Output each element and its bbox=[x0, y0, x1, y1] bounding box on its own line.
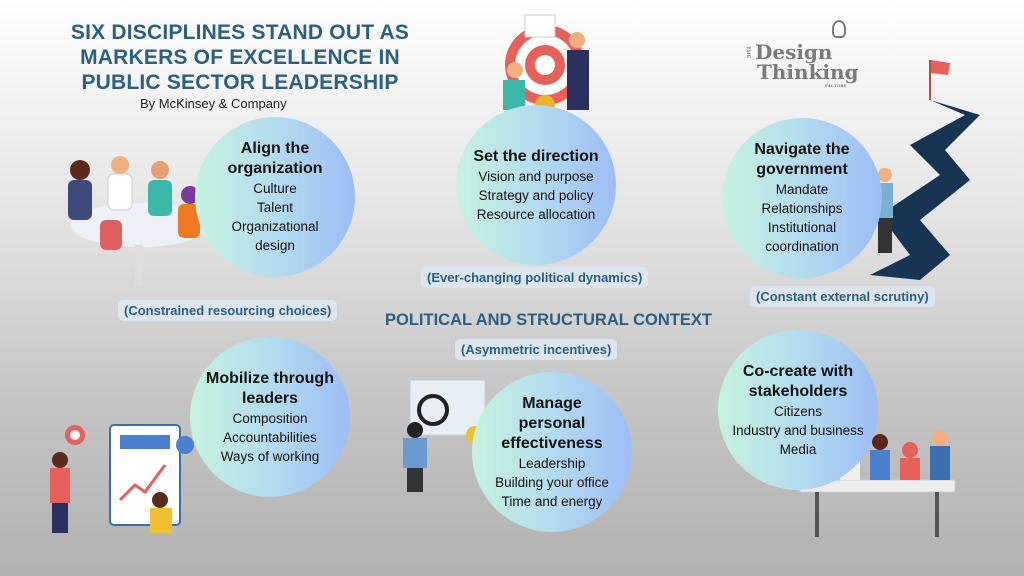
discipline-title: Align the organization bbox=[227, 140, 323, 177]
logo-line1: Design bbox=[755, 40, 833, 64]
discipline-title: Set the direction bbox=[473, 147, 599, 165]
discipline-item: Building your office bbox=[495, 474, 609, 490]
logo-line2: Thinking bbox=[757, 60, 859, 84]
discipline-title: Navigate the government bbox=[754, 141, 850, 178]
constraint-pill: (Constant external scrutiny) bbox=[750, 286, 935, 307]
discipline-title: Co-create with stakeholders bbox=[742, 362, 854, 400]
discipline-item: Relationships bbox=[761, 201, 843, 216]
logo-the: THE bbox=[745, 46, 751, 59]
discipline-item: Talent bbox=[256, 200, 294, 215]
discipline-item: Citizens bbox=[773, 403, 822, 419]
discipline-item: Time and energy bbox=[501, 493, 603, 509]
discipline-item: Ways of working bbox=[220, 448, 320, 464]
discipline-set-direction: Set the direction Vision and purpose Str… bbox=[456, 105, 616, 265]
discipline-manage-personal-effectiveness: Manage personal effectiveness Leadership… bbox=[472, 372, 632, 532]
discipline-item: Leadership bbox=[518, 455, 586, 471]
discipline-item: Strategy and policy bbox=[478, 187, 594, 203]
context-heading: POLITICAL AND STRUCTURAL CONTEXT bbox=[385, 311, 712, 329]
discipline-navigate-government: Navigate the government Mandate Relation… bbox=[722, 118, 882, 278]
lightbulb-icon bbox=[832, 20, 846, 38]
discipline-item: Institutional coordination bbox=[765, 220, 839, 254]
discipline-item: Culture bbox=[253, 181, 297, 196]
discipline-item: Organizational design bbox=[231, 219, 319, 253]
discipline-item: Industry and business bbox=[732, 422, 864, 438]
discipline-item: Resource allocation bbox=[476, 206, 596, 222]
discipline-co-create-stakeholders: Co-create with stakeholders Citizens Ind… bbox=[718, 330, 878, 490]
page-title: SIX DISCIPLINES STAND OUT AS MARKERS OF … bbox=[70, 21, 410, 94]
discipline-item: Mandate bbox=[775, 182, 829, 197]
constraint-pill: (Asymmetric incentives) bbox=[455, 339, 618, 360]
flag-icon bbox=[931, 60, 950, 75]
discipline-title: Mobilize through leaders bbox=[206, 369, 334, 407]
discipline-title: Manage personal effectiveness bbox=[501, 394, 603, 452]
discipline-item: Accountabilities bbox=[223, 429, 317, 445]
target-illustration bbox=[503, 14, 589, 115]
page-subtitle: By McKinsey & Company bbox=[140, 96, 287, 111]
discipline-mobilize-leaders: Mobilize through leaders Composition Acc… bbox=[190, 337, 350, 497]
discipline-align-organization: Align the organization Culture Talent Or… bbox=[195, 117, 355, 277]
logo-line3: FACTORY bbox=[825, 83, 847, 88]
plan-illustration bbox=[50, 424, 194, 533]
discipline-item: Media bbox=[779, 441, 817, 457]
constraint-pill: (Constrained resourcing choices) bbox=[118, 300, 338, 321]
team-meeting-illustration bbox=[68, 156, 210, 285]
discipline-item: Composition bbox=[232, 410, 308, 426]
discipline-item: Vision and purpose bbox=[478, 168, 594, 184]
constraint-pill: (Ever-changing political dynamics) bbox=[421, 267, 649, 288]
